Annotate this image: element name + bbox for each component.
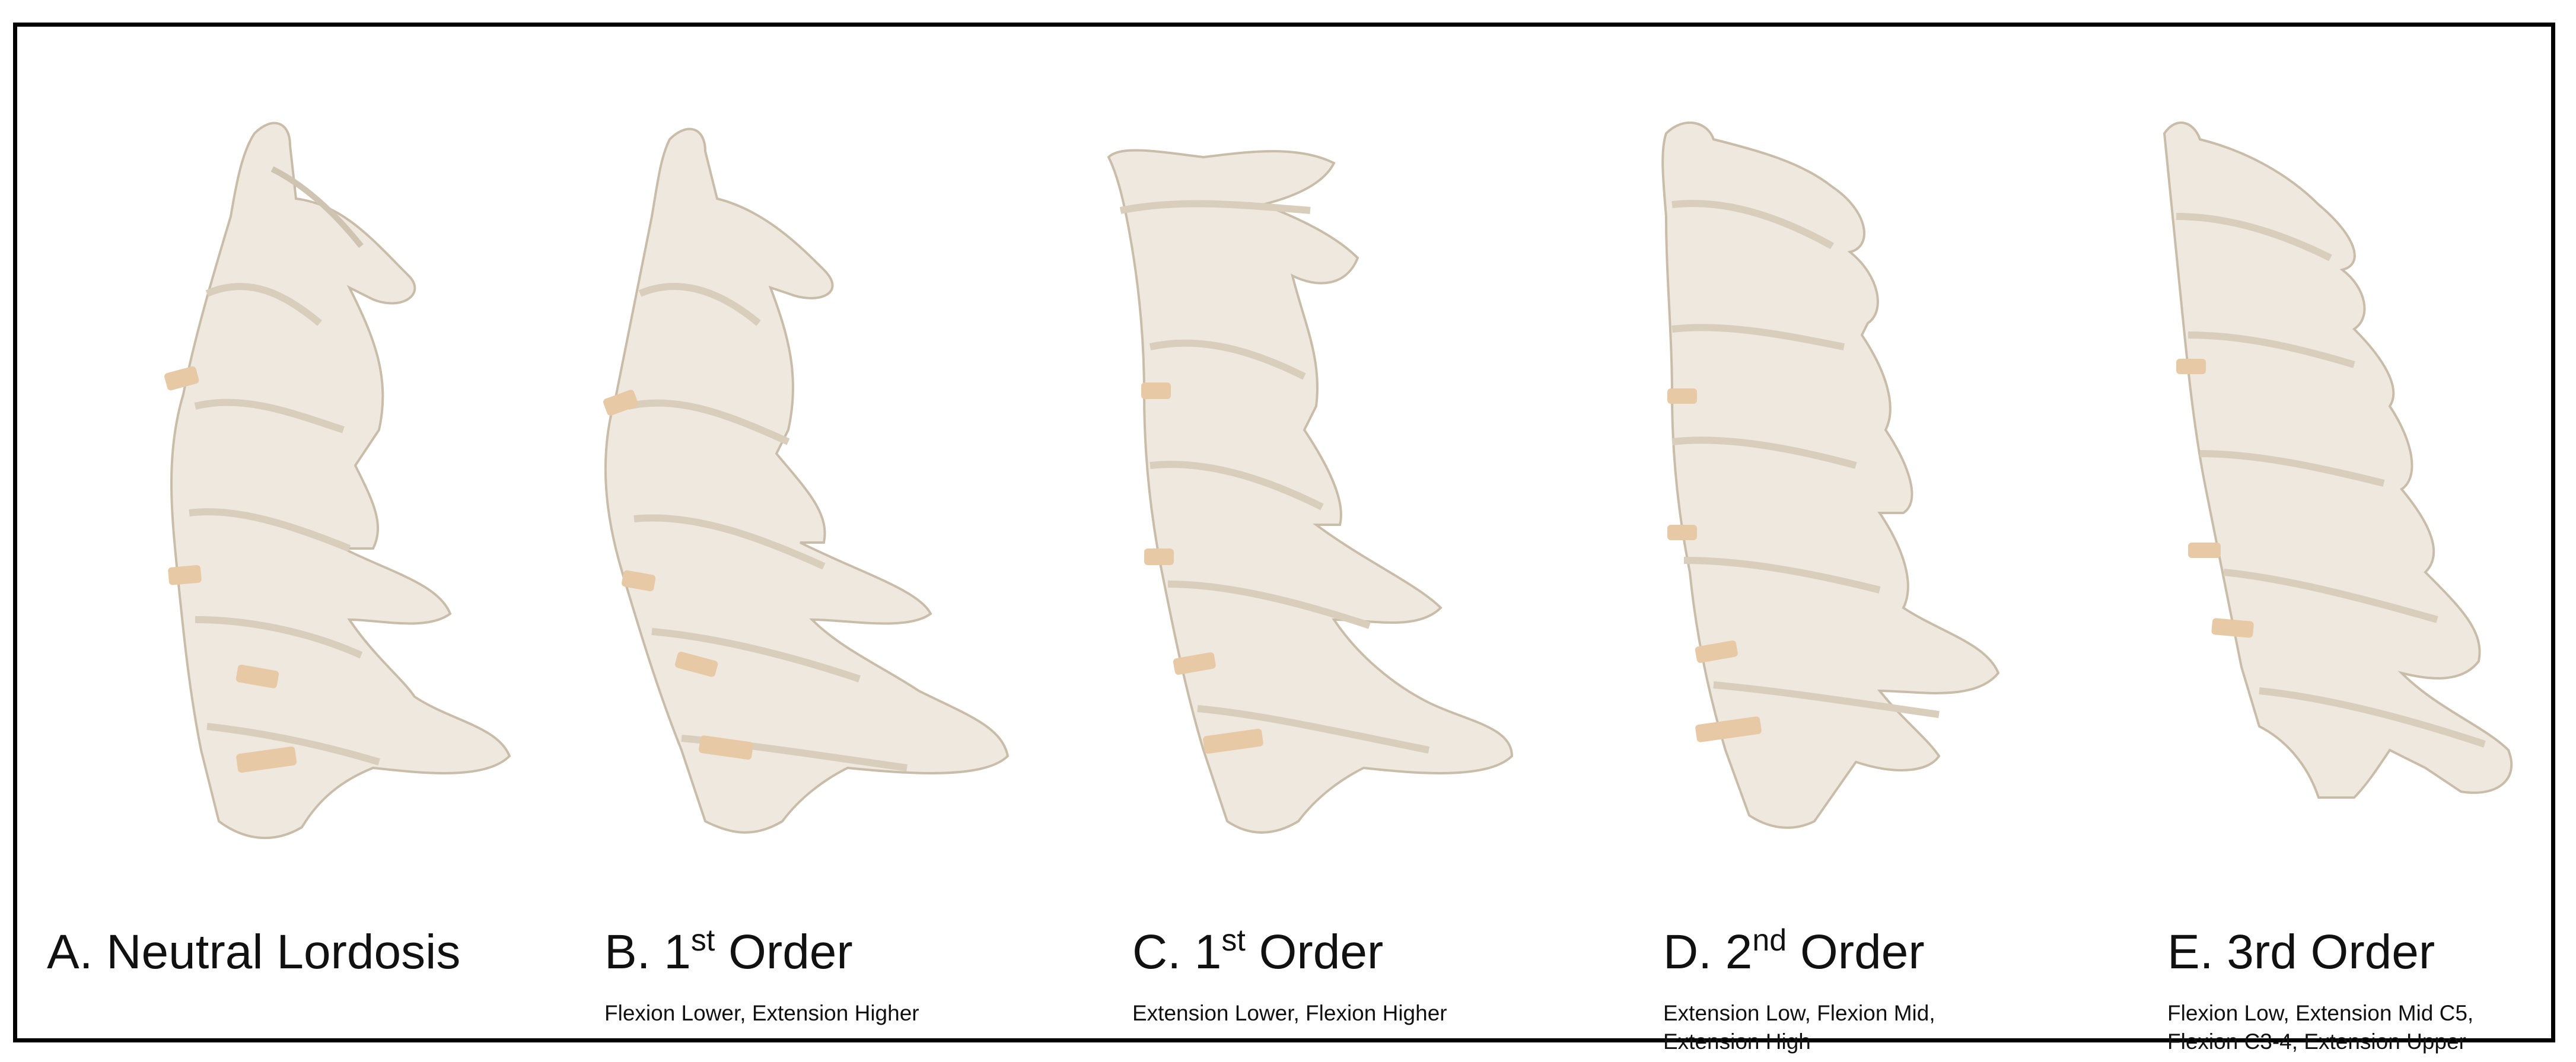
panel-d-title: D. 2nd Order: [1663, 923, 1925, 979]
figure-frame: A. Neutral Lordosis B. 1st Order Flexion…: [13, 23, 2555, 1054]
spine-second-order: [1661, 122, 2000, 829]
disc: [164, 366, 199, 391]
panel-c-subtitle: Extension Lower, Flexion Higher: [1132, 1001, 1447, 1025]
panel-b-subtitle: Flexion Lower, Extension Higher: [604, 1001, 919, 1025]
disc: [1667, 525, 1697, 540]
panel-e-title: E. 3rd Order: [2167, 925, 2435, 979]
spine-neutral-lordosis: [164, 122, 511, 840]
disc: [236, 746, 297, 773]
panel-d-subtitle: Extension Low, Flexion Mid, Extension Hi…: [1663, 1001, 1935, 1054]
disc: [2176, 359, 2206, 374]
disc: [1203, 728, 1263, 754]
panel-c-title: C. 1st Order: [1132, 923, 1384, 979]
vertebral-column-shape: [1661, 122, 2000, 829]
disc: [699, 735, 753, 760]
spine-first-order-extension: [1107, 149, 1514, 834]
vertebral-column-shape: [170, 122, 511, 840]
disc: [675, 652, 718, 677]
disc: [1144, 548, 1174, 565]
disc: [1173, 652, 1216, 675]
disc: [1667, 388, 1697, 404]
disc: [235, 664, 279, 688]
spine-first-order-flexion: [603, 127, 1010, 834]
vertebral-column-shape: [604, 127, 1010, 834]
panel-e-subtitle: Flexion Low, Extension Mid C5, Flexion C…: [2167, 1001, 2474, 1054]
disc: [2188, 543, 2221, 558]
disc: [622, 570, 656, 592]
disc: [168, 565, 202, 585]
disc: [1695, 716, 1762, 742]
disc: [2211, 618, 2254, 638]
disc: [1695, 640, 1738, 663]
disc: [603, 390, 638, 416]
panel-b-title: B. 1st Order: [604, 923, 853, 979]
vertebral-column-shape: [1107, 149, 1514, 834]
vertebral-column-shape: [2163, 121, 2513, 799]
panel-a-title: A. Neutral Lordosis: [47, 925, 461, 979]
spine-third-order: [2163, 121, 2513, 799]
disc: [1141, 382, 1171, 399]
